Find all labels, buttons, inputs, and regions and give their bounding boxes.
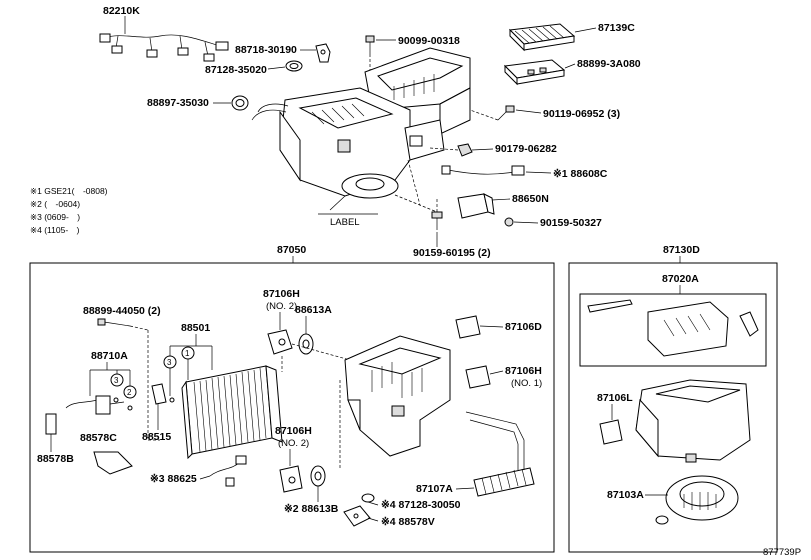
part-88625 xyxy=(209,455,247,487)
grommet-87128-30050 xyxy=(361,493,375,503)
gear-88613a xyxy=(298,333,314,355)
blower-unit-87130d xyxy=(635,379,751,463)
part-88515 xyxy=(151,383,167,405)
case-87020a xyxy=(587,299,759,357)
note-1: ※1 GSE21( -0808) xyxy=(30,186,108,196)
label-87106h-bottom: 87106H xyxy=(275,425,312,437)
label-88625: ※3 88625 xyxy=(150,473,197,485)
hvac-housing-lower xyxy=(344,335,451,457)
label-88897-35030: 88897-35030 xyxy=(147,97,209,109)
screw-90099-00318 xyxy=(365,35,375,54)
label-tag xyxy=(318,195,378,215)
expansion-valve-88710a xyxy=(65,395,125,415)
label-87139c: 87139C xyxy=(598,22,635,34)
bolt-88899-44050 xyxy=(97,318,131,327)
servo-87106h-right xyxy=(465,365,491,389)
label-88710a: 88710A xyxy=(91,350,128,362)
callout-2: 2 xyxy=(127,388,132,397)
insulator-88578b xyxy=(45,413,57,435)
label-90179-06282: 90179-06282 xyxy=(495,143,557,155)
servo-87106h-top xyxy=(267,329,293,355)
screw-90159-60195 xyxy=(431,211,443,230)
label-87106h-right: 87106H xyxy=(505,365,542,377)
label-87107a: 87107A xyxy=(416,483,453,495)
o-rings xyxy=(113,397,175,411)
box-87020a xyxy=(579,293,767,367)
box-87130d xyxy=(568,262,778,553)
label-90119-06952: 90119-06952 (3) xyxy=(543,108,620,120)
label-87128-30050: ※4 87128-30050 xyxy=(381,499,461,511)
label-88718-30190: 88718-30190 xyxy=(235,44,297,56)
label-90159-50327: 90159-50327 xyxy=(540,217,602,229)
filter-case-88899-3a080 xyxy=(503,59,566,86)
label-no2-bottom: (NO. 2) xyxy=(278,438,309,449)
evaporator-88501 xyxy=(181,365,283,460)
seal-88897-35030 xyxy=(231,95,249,111)
label-87103a: 87103A xyxy=(607,489,644,501)
label-87106l: 87106L xyxy=(597,392,633,404)
heater-core-87107a xyxy=(465,411,535,497)
servo-87106d xyxy=(455,315,481,339)
screw-90159-50327 xyxy=(504,217,514,227)
hvac-unit-top xyxy=(251,47,471,199)
note-3: ※3 (0609- ) xyxy=(30,212,80,222)
label-88899-44050: 88899-44050 (2) xyxy=(83,305,161,317)
label-88613b: ※2 88613B xyxy=(284,503,339,515)
servo-87106h-bottom xyxy=(279,465,303,493)
sensor-88608c xyxy=(441,165,525,176)
label-90159-60195: 90159-60195 (2) xyxy=(413,247,491,259)
label-88650n: 88650N xyxy=(512,193,549,205)
screw-90119-06952 xyxy=(497,105,515,121)
note-2: ※2 ( -0604) xyxy=(30,199,80,209)
label-88578c: 88578C xyxy=(80,432,117,444)
label-88613a: 88613A xyxy=(295,304,332,316)
label-88515: 88515 xyxy=(142,431,171,443)
label-88899-3a080: 88899-3A080 xyxy=(577,58,641,70)
insulator-88578c xyxy=(93,451,133,475)
label-no1: (NO. 1) xyxy=(511,378,542,389)
insulator-88578v xyxy=(343,505,371,527)
label-88578v: ※4 88578V xyxy=(381,516,435,528)
amplifier-88650n xyxy=(457,193,495,219)
callout-1: 1 xyxy=(185,349,190,358)
note-4: ※4 (1105- ) xyxy=(30,225,80,235)
gear-88613b xyxy=(310,465,326,487)
callout-3: 3 xyxy=(167,358,172,367)
callout-3-b: 3 xyxy=(114,376,119,385)
label-tag-text: LABEL xyxy=(330,217,360,228)
reference-code: 877739P xyxy=(763,547,801,558)
nut-90179-06282 xyxy=(457,143,473,157)
bracket-88718-30190 xyxy=(315,43,331,63)
blower-motor-87103a xyxy=(655,475,739,525)
notes: ※1 GSE21( -0808) ※2 ( -0604) ※3 (0609- )… xyxy=(30,186,108,235)
label-no2-top: (NO. 2) xyxy=(266,301,297,312)
wire-harness-82210k xyxy=(99,33,229,62)
label-88608c: ※1 88608C xyxy=(553,168,608,180)
label-88501: 88501 xyxy=(181,322,210,334)
grommet-87128-35020 xyxy=(285,60,303,72)
label-87050: 87050 xyxy=(277,244,306,256)
label-87130d: 87130D xyxy=(663,244,700,256)
box-87050 xyxy=(29,262,555,553)
label-82210k: 82210K xyxy=(103,5,140,17)
servo-87106l xyxy=(599,419,623,445)
label-88578b: 88578B xyxy=(37,453,74,465)
label-87128-35020: 87128-35020 xyxy=(205,64,267,76)
label-87020a: 87020A xyxy=(662,273,699,285)
label-87106h-top: 87106H xyxy=(263,288,300,300)
filter-87139c xyxy=(508,23,576,52)
label-90099-00318: 90099-00318 xyxy=(398,35,460,47)
label-87106d: 87106D xyxy=(505,321,542,333)
